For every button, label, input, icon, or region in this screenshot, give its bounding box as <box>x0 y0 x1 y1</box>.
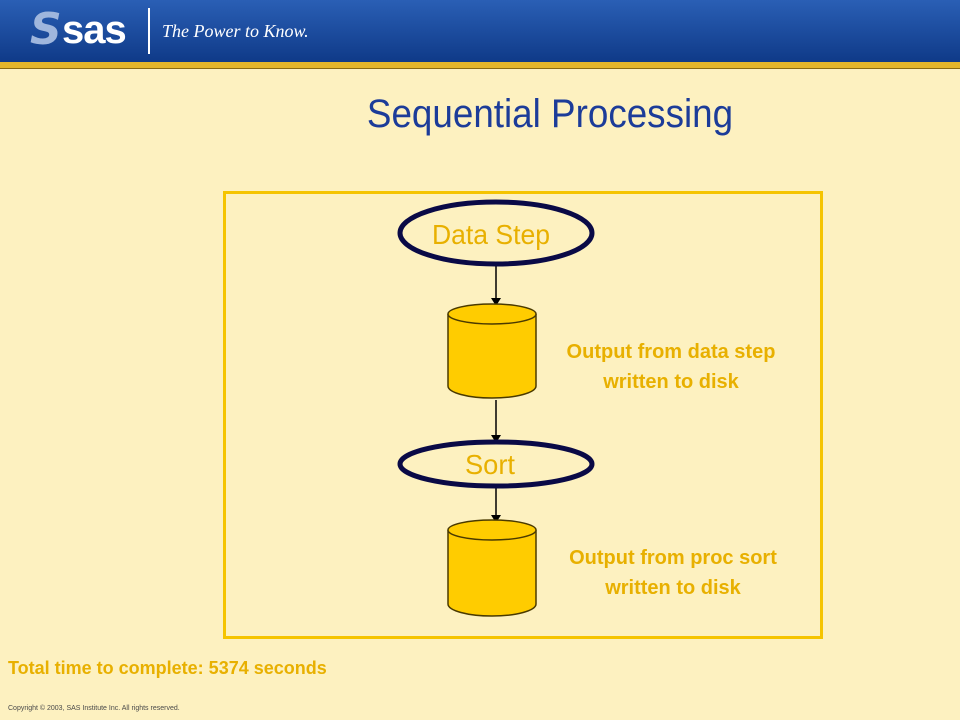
disk-2-caption-line2: written to disk <box>605 577 741 599</box>
sas-logo: sas <box>62 8 127 52</box>
slide-title: Sequential Processing <box>366 92 734 136</box>
disk-1-caption-line1: Output from data step <box>566 341 776 363</box>
disk-1-icon <box>447 303 537 399</box>
header-rule <box>0 62 960 69</box>
disk-1-caption: Output from data step written to disk <box>546 337 796 397</box>
copyright-notice: Copyright © 2003, SAS Institute Inc. All… <box>8 705 180 712</box>
arrow-head-2 <box>491 435 501 443</box>
sas-logo-icon: S <box>30 4 62 55</box>
diagram-frame <box>223 191 823 639</box>
arrow-head-1 <box>491 298 501 306</box>
arrow-head-3 <box>491 515 501 523</box>
total-time-note: Total time to complete: 5374 seconds <box>8 658 327 678</box>
data-step-label: Data Step <box>432 219 550 250</box>
header-bar <box>0 0 960 62</box>
disk-1-caption-line2: written to disk <box>603 371 739 393</box>
disk-2-icon <box>447 519 537 617</box>
tagline: The Power to Know. <box>162 21 309 41</box>
sort-label: Sort <box>465 449 515 480</box>
logo-divider <box>148 8 150 54</box>
disk-2-caption-line1: Output from proc sort <box>569 547 777 569</box>
disk-2-caption: Output from proc sort written to disk <box>548 543 798 603</box>
data-step-node <box>397 199 595 267</box>
sort-node <box>397 439 595 489</box>
